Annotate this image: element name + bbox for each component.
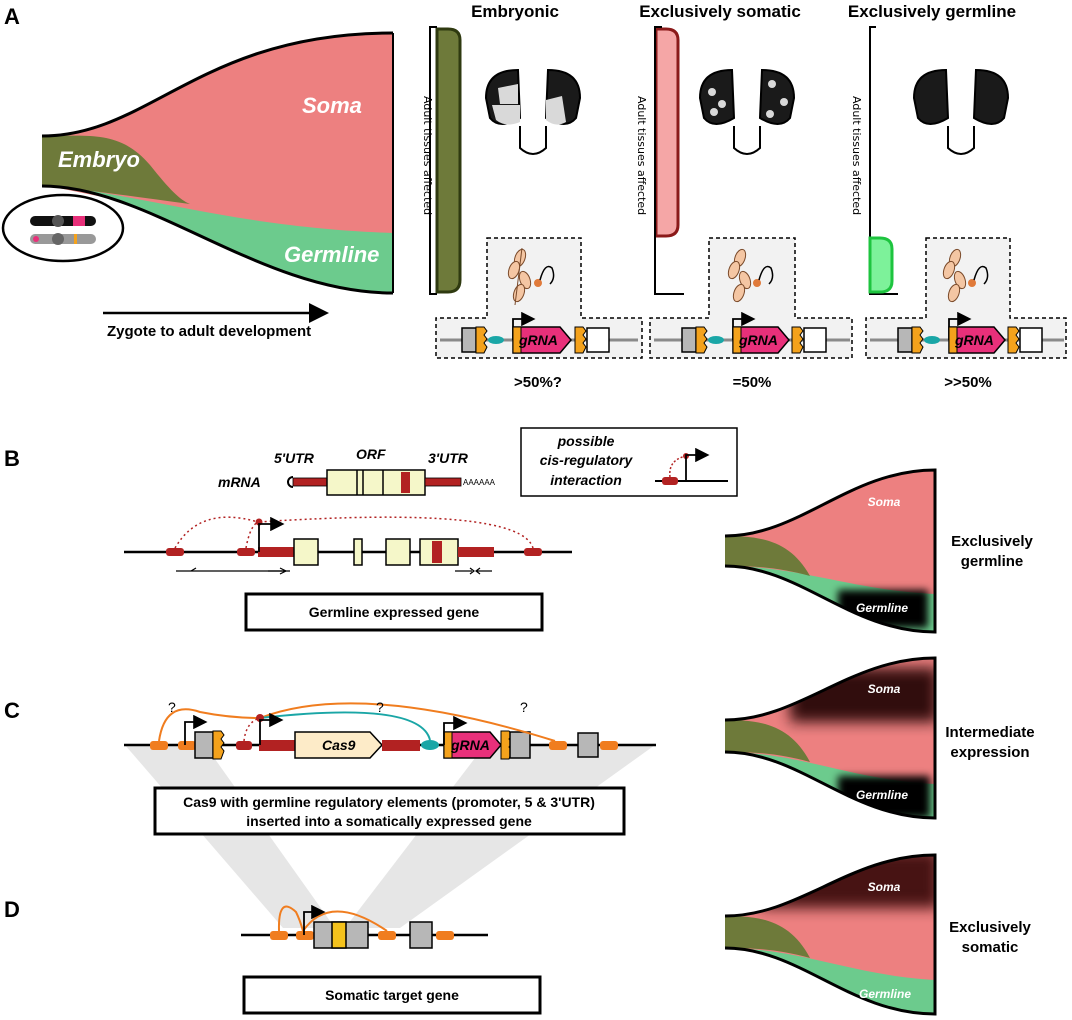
embryo-region <box>42 135 190 204</box>
panel-letter-d: D <box>4 897 20 922</box>
utr5-label: 5'UTR <box>274 450 315 466</box>
development-arrow-label: Zygote to adult development <box>107 323 311 340</box>
cis-regulatory-legend: possible cis-regulatory interaction <box>520 427 738 497</box>
germline-percent: >>50% <box>944 374 992 391</box>
stream-b-germline-label: Germline <box>856 601 908 615</box>
somatic-gene-box-label: Somatic target gene <box>325 987 459 1003</box>
germline-axis-label: Adult tissues affected <box>850 96 863 215</box>
question-mark-2: ? <box>376 699 384 715</box>
embryonic-percent: >50%? <box>514 374 562 391</box>
stream-d-soma-label: Soma <box>868 880 901 894</box>
stream-c-germline-label: Germline <box>856 788 908 802</box>
somatic-tissue-bar <box>654 27 680 238</box>
insertion-funnel-left <box>125 745 335 928</box>
column-title-germline: Exclusively germline <box>848 2 1016 21</box>
mrna-label: mRNA <box>218 474 261 490</box>
cas9-label: Cas9 <box>322 737 356 753</box>
polyA-label: AAAAAA <box>463 478 496 487</box>
utr3-label: 3'UTR <box>428 450 469 466</box>
stream-b-soma-label: Soma <box>868 495 901 509</box>
embryonic-fly-eyes <box>484 68 582 155</box>
orf-label: ORF <box>356 446 386 462</box>
legend-line-3: interaction <box>550 472 622 488</box>
embryonic-axis-label: Adult tissues affected <box>421 96 434 215</box>
panel-letter-c: C <box>4 698 20 723</box>
stream-d-germline-label: Germline <box>859 987 911 1001</box>
somatic-axis-label: Adult tissues affected <box>635 96 648 215</box>
panel-letter-b: B <box>4 446 20 471</box>
c-caption-line-2: inserted into a somatically expressed ge… <box>246 813 532 829</box>
somatic-percent: =50% <box>733 374 772 391</box>
somatic-fly-eyes <box>698 68 796 155</box>
stream-b-side-label-1: Exclusively <box>951 533 1033 550</box>
embryonic-gRNA-label: gRNA <box>518 332 558 348</box>
sperm-tail-icon <box>534 265 555 287</box>
somatic-column: Adult tissues affected gRNA =50% <box>635 26 853 391</box>
stream-d-side-label-2: somatic <box>962 939 1019 956</box>
stream-b: Soma Germline Exclusively germline <box>724 468 1034 634</box>
zygote-chromosome-oval <box>1 193 125 263</box>
germline-region <box>42 184 393 293</box>
germline-gene-box-label: Germline expressed gene <box>309 604 480 620</box>
panel-letter-a: A <box>4 4 20 29</box>
insertion-funnel-right <box>345 745 655 928</box>
sperm-icon <box>507 247 532 306</box>
column-title-somatic: Exclusively somatic <box>639 2 801 21</box>
c-caption-line-1: Cas9 with germline regulatory elements (… <box>183 794 595 810</box>
germline-tissue-bar <box>868 236 894 294</box>
stream-c-side-label-1: Intermediate <box>945 724 1034 741</box>
embryonic-column: Adult tissues affected gRNA <box>421 26 643 391</box>
mrna-diagram: mRNA 5'UTR ORF 3'UTR AAAAAA <box>218 446 496 496</box>
stream-d: Soma Germline Exclusively somatic <box>724 853 1032 1016</box>
question-mark-1: ? <box>168 699 176 715</box>
stream-c-soma-label: Soma <box>868 682 901 696</box>
embryonic-tissue-bar <box>435 27 462 294</box>
stream-d-side-label-1: Exclusively <box>949 919 1031 936</box>
germline-label: Germline <box>284 242 379 267</box>
embryo-label: Embryo <box>58 147 140 172</box>
question-mark-3: ? <box>520 699 528 715</box>
stream-b-side-label-2: germline <box>961 553 1024 570</box>
stream-c-side-label-2: expression <box>950 744 1029 761</box>
cas9-construct-diagram: Cas9 gRNA ? ? ? Cas9 with germline regul… <box>124 699 656 836</box>
legend-line-2: cis-regulatory <box>540 452 634 468</box>
development-arrow: Zygote to adult development <box>103 303 329 340</box>
somatic-gRNA-label: gRNA <box>738 332 778 348</box>
soma-label: Soma <box>302 93 362 118</box>
development-streamgraph: Soma Embryo Germline <box>41 31 394 295</box>
germline-fly-eyes <box>912 68 1010 155</box>
germline-gRNA-label: gRNA <box>954 332 994 348</box>
legend-line-1: possible <box>557 433 615 449</box>
germline-column: Adult tissues affected gRNA >>50% <box>850 26 1067 391</box>
stream-c: Soma Germline Intermediate expression <box>724 656 1035 820</box>
column-title-embryonic: Embryonic <box>471 2 559 21</box>
germline-gene-diagram: Germline expressed gene <box>124 516 572 632</box>
somatic-gene-diagram: Somatic target gene <box>241 904 542 1015</box>
c-gRNA-label: gRNA <box>450 737 490 753</box>
